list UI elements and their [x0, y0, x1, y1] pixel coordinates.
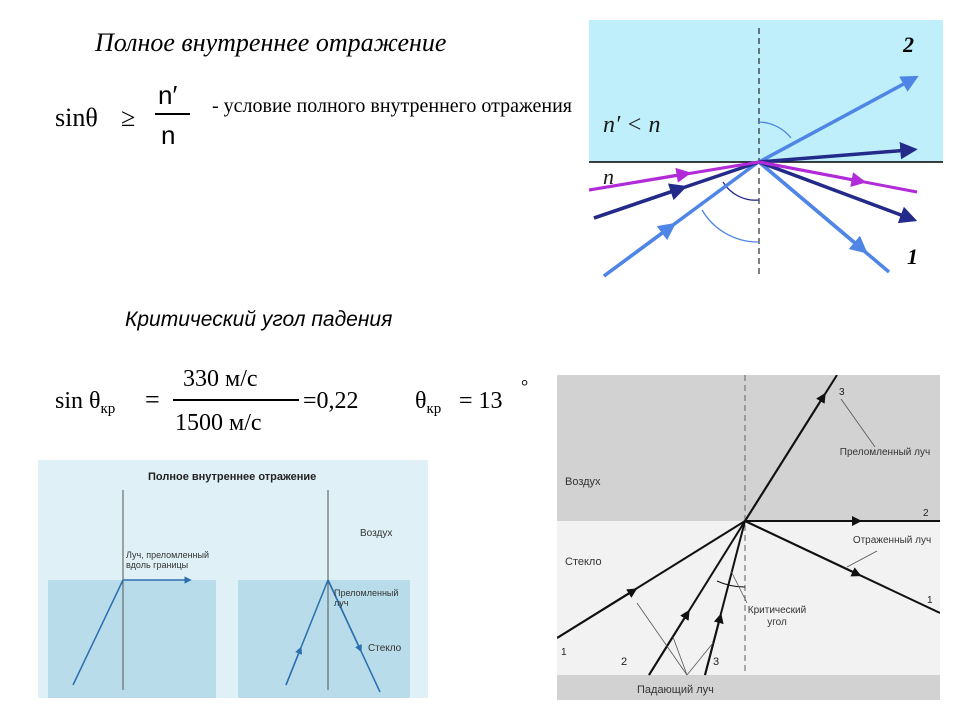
page-title: Полное внутреннее отражение — [95, 28, 447, 57]
cr-label-incident: Падающий луч — [637, 684, 714, 696]
label-n: n — [603, 164, 614, 189]
tir-condition-formula: sinθ ≥ n′ n — [55, 80, 190, 150]
cr-number-2-right: 2 — [923, 508, 929, 519]
cr-angle-arc — [716, 580, 746, 588]
right-incident-arrow — [285, 646, 303, 686]
formula-denominator: n — [161, 120, 175, 150]
ray-dark-reflected — [758, 160, 918, 224]
ray-magenta-reflected-arrow — [758, 160, 867, 187]
f2-lhs: sin θкр — [55, 388, 115, 417]
formula-numerator: n′ — [158, 80, 177, 110]
tir-water-diagram: Полное внутреннее отражение Воздух Луч, … — [38, 460, 428, 698]
cr-leader-reflected — [846, 550, 878, 568]
ray-incident-dark-arrow — [593, 183, 688, 220]
left-label-glass: Стекло — [368, 643, 402, 654]
left-label-air: Воздух — [360, 528, 392, 539]
f2-eq: = — [145, 385, 160, 414]
cr-arrow-reflected — [744, 520, 862, 577]
cr-label-reflected: Отраженный луч — [852, 535, 932, 546]
f2-theta: θкр — [415, 388, 441, 417]
ray-incident-light-arrow — [602, 222, 677, 278]
cr-arrow-3 — [704, 613, 724, 676]
cr-arrow-refracted — [744, 392, 826, 522]
cr-label-air: Воздух — [565, 476, 601, 488]
f2-degree: ° — [521, 376, 528, 396]
left-label-ray-along: Луч, преломленный вдоль границы — [126, 550, 210, 570]
upper-medium — [589, 20, 943, 162]
left-incident-ray — [72, 579, 124, 686]
tir-ray-diagram: n′ < n n 2 1 — [589, 20, 943, 278]
cr-arrow-1 — [557, 588, 638, 639]
f2-denominator: 1500 м/с — [175, 410, 262, 436]
f2-numerator: 330 м/с — [183, 366, 258, 392]
cr-leader-refracted — [840, 398, 876, 448]
ray-incident-magenta-arrow — [589, 167, 692, 192]
ray-dark-refracted — [758, 141, 918, 164]
cr-arrow-2 — [648, 609, 690, 676]
cr-label-glass: Стекло — [565, 556, 602, 568]
water-left — [48, 580, 216, 698]
cr-leader-incident-3 — [686, 642, 714, 676]
cr-leader-critical — [730, 570, 748, 604]
angle-arc-bottom-2 — [701, 209, 760, 243]
f2-theta-eq: = 13 — [459, 388, 503, 414]
cr-number-3-top: 3 — [839, 387, 845, 398]
f2-result: =0,22 — [303, 388, 359, 414]
critical-angle-formula: sin θкр = 330 м/с 1500 м/с =0,22 θкр = 1… — [55, 366, 528, 436]
label-ray-2: 2 — [902, 32, 914, 57]
cr-number-1-left: 1 — [561, 647, 567, 658]
cr-label-refracted: Преломленный луч — [839, 447, 931, 458]
cr-number-1-right: 1 — [927, 595, 933, 606]
label-ray-1: 1 — [907, 244, 918, 269]
left-diagram-title: Полное внутреннее отражение — [148, 471, 316, 483]
cr-number-2-bottom: 2 — [621, 656, 627, 668]
critical-angle-title: Критический угол падения — [125, 308, 393, 331]
cr-leader-incident-1 — [636, 602, 688, 676]
label-n-prime: n′ < n — [603, 112, 660, 138]
left-label-refracted: Преломленный луч — [334, 588, 399, 608]
bottom-strip — [557, 675, 940, 700]
air-region — [557, 375, 940, 521]
ray-2-refracted — [758, 75, 919, 164]
critical-angle-diagram: Воздух Стекло Преломленный луч Отраженны… — [557, 375, 940, 700]
cr-leader-incident-2 — [672, 636, 688, 676]
formula-lhs: sinθ — [55, 103, 98, 132]
right-reflected-arrow — [327, 579, 362, 653]
angle-arc-top — [758, 121, 792, 139]
cr-label-critical: Критический угол — [747, 605, 807, 628]
ray-1-reflected-arrow — [757, 160, 868, 254]
condition-text: - условие полного внутреннего отражения — [212, 95, 572, 117]
cr-number-3-bottom: 3 — [713, 656, 719, 668]
water-right — [238, 580, 410, 698]
formula-op: ≥ — [121, 103, 135, 132]
